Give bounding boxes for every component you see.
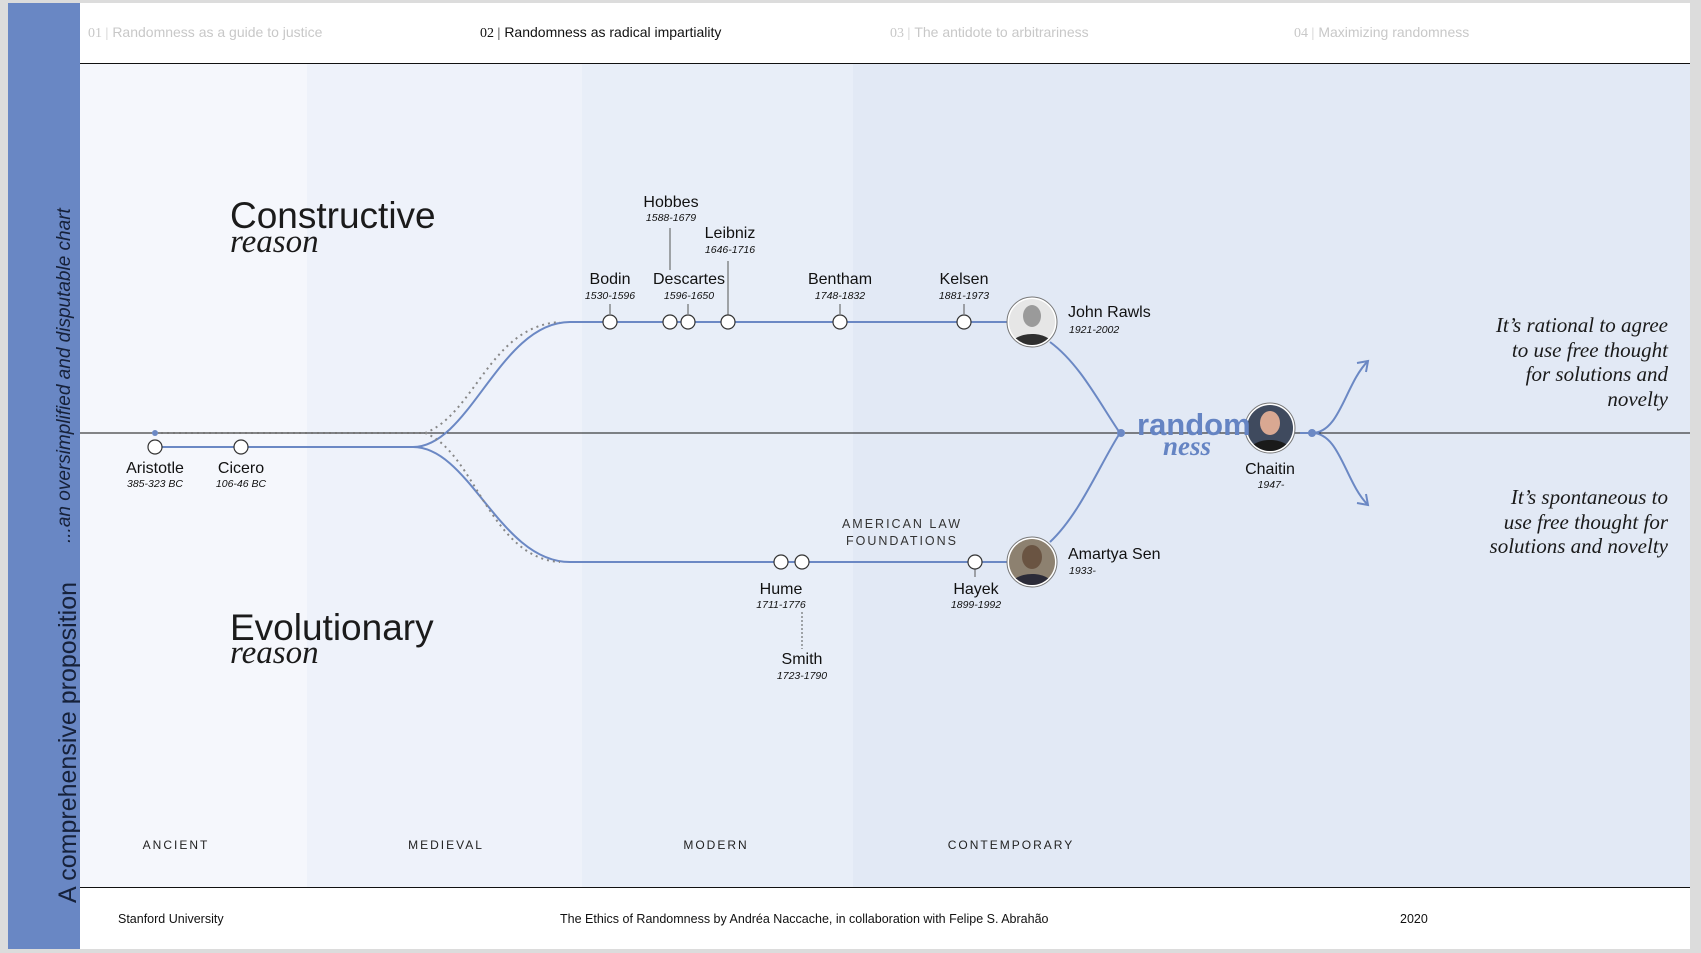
node-aristotle	[147, 439, 163, 455]
node-hume	[773, 554, 789, 570]
person-cicero-years: 106-46 BC	[215, 478, 267, 490]
constructive-subheading: reason	[230, 224, 319, 260]
era-band-contemporary	[853, 64, 1690, 887]
person-descartes-years: 1596-1650	[663, 290, 715, 302]
person-cicero-name[interactable]: Cicero	[217, 460, 265, 477]
era-label-medieval: MEDIEVAL	[408, 838, 484, 852]
footer: Stanford University The Ethics of Random…	[80, 887, 1690, 949]
randomness-word-line2: ness	[1163, 431, 1212, 461]
footer-year: 2020	[1400, 912, 1428, 926]
person-kelsen-years: 1881-1973	[938, 290, 990, 302]
arrow-up-head	[1356, 359, 1370, 373]
dotted-lower-curve	[424, 432, 561, 563]
person-leibniz-name[interactable]: Leibniz	[704, 225, 756, 242]
convergence-dot	[1117, 429, 1125, 437]
node-cicero	[233, 439, 249, 455]
portrait-rawls	[1006, 296, 1058, 348]
tab-label: The antidote to arbitrariness	[914, 24, 1089, 40]
person-descartes-name[interactable]: Descartes	[652, 271, 726, 288]
tab-01[interactable]: 01 |Randomness as a guide to justice	[88, 24, 322, 42]
section-nav: 01 |Randomness as a guide to justice 02 …	[80, 3, 1690, 64]
timeline-diagram: Constructive reason Evolutionary reason …	[80, 64, 1690, 887]
tab-label: Maximizing randomness	[1318, 24, 1470, 40]
arrow-down	[1311, 432, 1369, 506]
person-hayek-name[interactable]: Hayek	[953, 581, 999, 598]
person-bentham-years: 1748-1832	[814, 290, 866, 302]
node-smith	[794, 554, 810, 570]
footer-institution: Stanford University	[118, 912, 224, 926]
timeline-lines	[80, 228, 1690, 649]
tab-number: 04 |	[1294, 26, 1315, 41]
evolutionary-line	[412, 446, 1032, 563]
era-band-ancient	[80, 64, 307, 887]
node-bentham	[832, 314, 848, 330]
constructive-heading: Constructive	[230, 195, 436, 236]
node-hobbes	[662, 314, 678, 330]
footer-credit: The Ethics of Randomness by Andréa Nacca…	[560, 912, 1049, 926]
tab-02[interactable]: 02 |Randomness as radical impartiality	[480, 24, 721, 42]
person-smith-name[interactable]: Smith	[781, 651, 823, 668]
node-leibniz	[720, 314, 736, 330]
node-bodin	[602, 314, 618, 330]
constructive-line	[412, 321, 1032, 448]
tab-label: Randomness as a guide to justice	[112, 24, 323, 40]
person-bodin-years: 1530-1596	[584, 290, 636, 302]
tab-04[interactable]: 04 |Maximizing randomness	[1294, 24, 1469, 42]
rawls-convergence	[1049, 341, 1121, 434]
dotted-upper-curve	[424, 321, 561, 434]
person-leibniz-years: 1646-1716	[704, 244, 756, 256]
slide: A comprehensive proposition ...an oversi…	[8, 3, 1690, 949]
person-hobbes-name[interactable]: Hobbes	[643, 194, 699, 211]
arrow-up	[1311, 360, 1369, 434]
person-hume-years: 1711-1776	[756, 599, 806, 611]
person-aristotle-name[interactable]: Aristotle	[126, 460, 184, 477]
evolutionary-heading: Evolutionary	[230, 607, 434, 648]
portrait-sen	[1006, 536, 1058, 588]
era-label-contemporary: CONTEMPORARY	[947, 838, 1075, 852]
node-hayek	[967, 554, 983, 570]
person-bodin-name[interactable]: Bodin	[589, 271, 631, 288]
person-bentham-name[interactable]: Bentham	[807, 271, 873, 288]
person-rawls-years: 1921-2002	[1069, 324, 1120, 336]
tab-03[interactable]: 03 |The antidote to arbitrariness	[890, 24, 1089, 42]
conclusion-rational: It’s rational to agree to use free thoug…	[1495, 313, 1668, 411]
american-law-annotation: AMERICAN LAW FOUNDATIONS	[841, 517, 963, 548]
node-descartes	[680, 314, 696, 330]
person-kelsen-name[interactable]: Kelsen	[939, 271, 989, 288]
sidebar: A comprehensive proposition ...an oversi…	[8, 3, 82, 949]
person-hayek-years: 1899-1992	[950, 599, 1002, 611]
person-hobbes-years: 1588-1679	[645, 212, 697, 224]
person-rawls-name[interactable]: John Rawls	[1068, 304, 1151, 321]
person-chaitin-name[interactable]: Chaitin	[1245, 461, 1295, 478]
sen-convergence	[1049, 432, 1121, 543]
sidebar-subtitle: ...an oversimplified and disputable char…	[54, 208, 75, 543]
tab-number: 01 |	[88, 26, 109, 41]
portrait-chaitin	[1244, 402, 1296, 454]
person-aristotle-years: 385-323 BC	[126, 478, 184, 490]
sidebar-title: A comprehensive proposition	[54, 581, 82, 903]
person-sen-name[interactable]: Amartya Sen	[1068, 546, 1161, 563]
node-kelsen	[956, 314, 972, 330]
tab-number: 03 |	[890, 26, 911, 41]
randomness-word-line1: random	[1137, 407, 1251, 442]
person-chaitin-years: 1947-	[1257, 479, 1285, 491]
era-band-medieval	[307, 64, 582, 887]
person-smith-years: 1723-1790	[776, 670, 828, 682]
evolutionary-subheading: reason	[230, 635, 319, 671]
era-label-modern: MODERN	[683, 838, 749, 852]
conclusion-spontaneous: It’s spontaneous to use free thought for…	[1489, 485, 1668, 558]
person-hume-name[interactable]: Hume	[759, 581, 803, 598]
person-sen-years: 1933-	[1069, 565, 1096, 577]
arrow-down-head	[1356, 493, 1370, 507]
origin-dot	[152, 430, 158, 436]
tab-number: 02 |	[480, 26, 501, 41]
tab-label: Randomness as radical impartiality	[504, 24, 722, 40]
era-label-ancient: ANCIENT	[142, 838, 210, 852]
era-band-modern	[582, 64, 853, 887]
